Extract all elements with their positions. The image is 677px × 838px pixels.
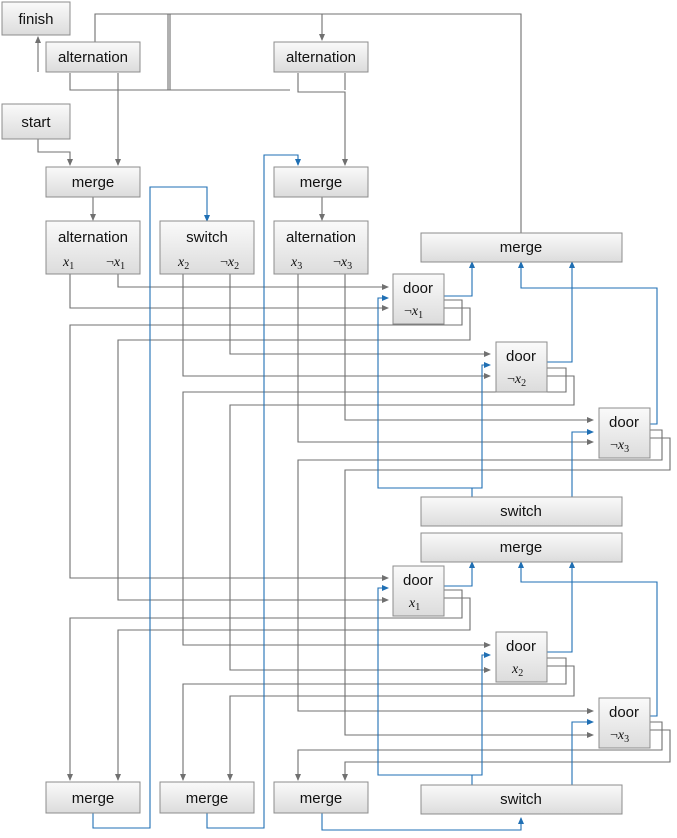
- wire-door-negx3-out1: [297, 429, 663, 714]
- box-door-x2: door x2: [495, 631, 548, 683]
- box-finish-label: finish: [18, 11, 53, 28]
- blue-switch-up-to-door-negx1: [377, 295, 473, 497]
- box-door-x2-label: door: [506, 638, 536, 655]
- box-alternation-top-right: alternation: [273, 41, 369, 73]
- wire-alt2-down: [297, 73, 348, 166]
- box-merge-right-top: merge: [420, 232, 623, 263]
- blue-door-negx3-to-merge: [518, 261, 658, 425]
- blue-switch-bottom-to-door-x2: [472, 652, 491, 776]
- wire-x3-row2: [297, 274, 594, 445]
- blue-merge-br-to-switch-bottom: [321, 813, 524, 831]
- door-x2-var: x2: [511, 662, 523, 679]
- wire-x1-bundle: [69, 274, 389, 311]
- var-x2: x2: [177, 255, 189, 272]
- wire-door-negx1-out2: [117, 307, 471, 603]
- wire-alt1-cross: [69, 14, 171, 91]
- wire-alt2-to-alt1: [167, 14, 290, 91]
- wire-door-negx2-out1: [182, 367, 567, 648]
- blue-switch-up-to-door-negx2: [472, 362, 491, 489]
- wire-door-negx3-out2: [344, 437, 671, 738]
- box-start-label: start: [21, 114, 51, 131]
- wire-door-negx2-out2: [229, 375, 575, 673]
- box-switch-x2-label: switch: [186, 229, 228, 246]
- door-x1-var: x1: [408, 596, 420, 613]
- box-door-x1-label: door: [403, 572, 433, 589]
- blue-switch-bottom-to-door-x3: [571, 719, 594, 785]
- box-merge-left-label: merge: [72, 174, 115, 191]
- box-merge-right-middle-label: merge: [500, 539, 543, 556]
- box-door-not-x3-lower-label: door: [609, 704, 639, 721]
- box-switch-upper: switch: [420, 496, 623, 527]
- box-finish: finish: [1, 1, 71, 36]
- blue-switch-bottom-to-door-x1: [377, 585, 473, 785]
- box-start: start: [1, 103, 71, 140]
- box-alternation-top-left: alternation: [45, 41, 141, 73]
- gray-wires: [35, 13, 671, 781]
- wire-door-x2-out2: [227, 665, 575, 781]
- wire-top-left-alt-loop: [94, 13, 325, 42]
- box-merge-middle: merge: [273, 166, 369, 198]
- box-merge-right-middle: merge: [420, 532, 623, 563]
- var-x3: x3: [290, 255, 302, 272]
- wire-negx1-to-door: [117, 274, 389, 290]
- box-alternation-x3: alternation x3 ¬x3: [273, 220, 369, 275]
- door-not-x3-var: ¬x3: [610, 438, 629, 455]
- wire-x2-row1: [229, 274, 491, 357]
- wire-x3-row1: [344, 274, 594, 423]
- blue-door-x1-to-merge: [444, 561, 475, 587]
- box-merge-right-top-label: merge: [500, 239, 543, 256]
- box-switch-upper-label: switch: [500, 503, 542, 520]
- box-merge-left: merge: [45, 166, 141, 198]
- wire-start-to-merge1: [37, 139, 73, 166]
- blue-door-x2-to-merge: [547, 561, 575, 653]
- box-merge-bottom-1-label: merge: [72, 790, 115, 807]
- blue-door-x3-to-merge: [518, 561, 658, 717]
- var-not-x2: ¬x2: [220, 255, 239, 272]
- box-merge-bottom-2: merge: [159, 781, 255, 814]
- box-door-not-x2: door ¬x2: [495, 341, 548, 393]
- box-door-not-x1-label: door: [403, 280, 433, 297]
- box-door-x1: door x1: [392, 565, 445, 617]
- blue-door-negx1-to-merge: [444, 261, 475, 297]
- box-merge-bottom-3: merge: [273, 781, 369, 814]
- box-alternation-x1: alternation x1 ¬x1: [45, 220, 141, 275]
- box-door-not-x3-lower: door ¬x3: [598, 697, 651, 749]
- door-not-x3-lower-var: ¬x3: [610, 728, 629, 745]
- box-merge-middle-label: merge: [300, 174, 343, 191]
- door-not-x1-var: ¬x1: [404, 304, 423, 321]
- box-alternation-top-left-label: alternation: [58, 49, 128, 66]
- var-x1: x1: [62, 255, 74, 272]
- box-door-not-x3: door ¬x3: [598, 407, 651, 459]
- wire-door-x3-out2: [342, 729, 671, 781]
- blue-switch-up-to-door-negx3: [571, 429, 594, 497]
- wire-door-x1-out1: [67, 589, 463, 781]
- wire-door-x2-out1: [180, 657, 567, 781]
- blue-door-negx2-to-merge: [547, 261, 575, 363]
- box-switch-x2: switch x2 ¬x2: [159, 220, 255, 275]
- box-alternation-top-right-label: alternation: [286, 49, 356, 66]
- wire-x2-row2: [182, 274, 491, 379]
- var-not-x3: ¬x3: [333, 255, 352, 272]
- wire-door-negx1-out1: [69, 299, 463, 581]
- box-alternation-x3-label: alternation: [286, 229, 356, 246]
- box-switch-bottom-label: switch: [500, 791, 542, 808]
- wire-door-x1-out2: [115, 597, 471, 781]
- blue-merge-bm-to-merge2: [206, 154, 301, 829]
- blue-wires: [92, 154, 658, 831]
- box-merge-bottom-2-label: merge: [186, 790, 229, 807]
- box-switch-bottom: switch: [420, 784, 623, 815]
- box-merge-bottom-3-label: merge: [300, 790, 343, 807]
- blue-merge-bl-to-switch1: [92, 186, 210, 829]
- var-not-x1: ¬x1: [106, 255, 125, 272]
- box-alternation-x1-label: alternation: [58, 229, 128, 246]
- door-not-x2-var: ¬x2: [507, 372, 526, 389]
- box-door-not-x1: door ¬x1: [392, 273, 445, 325]
- wire-merge-right-to-alt2: [322, 13, 522, 233]
- box-door-not-x3-label: door: [609, 414, 639, 431]
- box-merge-bottom-1: merge: [45, 781, 141, 814]
- wire-door-x3-out1: [295, 721, 663, 781]
- box-door-not-x2-label: door: [506, 348, 536, 365]
